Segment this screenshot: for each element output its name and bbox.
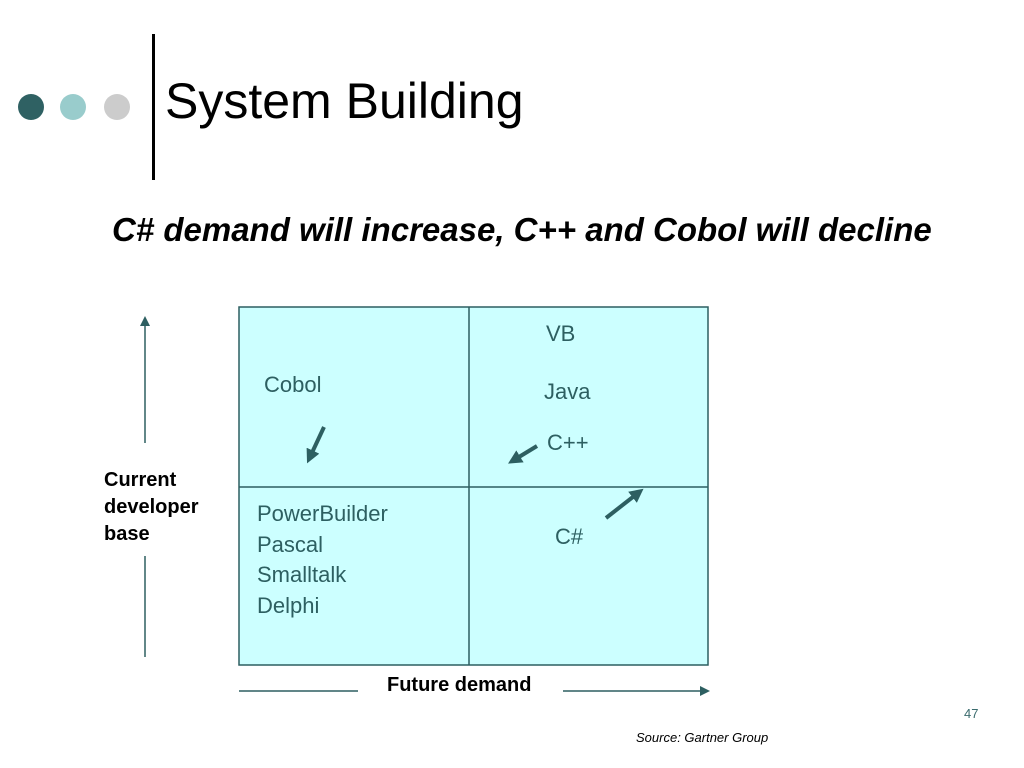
decorative-dot-light: [104, 94, 130, 120]
y-axis-label-line: base: [104, 523, 150, 545]
label-pascal: Pascal: [257, 532, 324, 557]
label-java: Java: [544, 379, 591, 404]
label-csharp: C#: [555, 524, 584, 549]
quadrant-grid: [238, 306, 709, 666]
cpp-trend-arrow: [508, 444, 539, 464]
title-divider: [152, 34, 155, 180]
slide-title: System Building: [165, 73, 524, 129]
x-axis-label: Future demand: [387, 674, 532, 696]
page-number: 47: [964, 706, 979, 721]
decorative-dot-mid: [60, 94, 86, 120]
decorative-dot-dark: [18, 94, 44, 120]
csharp-trend-arrow: [604, 488, 644, 520]
label-smalltalk: Smalltalk: [257, 562, 347, 587]
y-axis-label: Current developer base: [104, 467, 198, 548]
cobol-trend-arrow: [306, 426, 326, 464]
label-delphi: Delphi: [257, 593, 320, 618]
label-vb: VB: [546, 321, 576, 346]
label-cobol: Cobol: [264, 372, 322, 397]
slide-subtitle: C# demand will increase, C++ and Cobol w…: [112, 211, 932, 248]
source-citation: Source: Gartner Group: [636, 730, 769, 745]
y-axis-label-line: developer: [104, 496, 199, 518]
label-cpp: C++: [547, 430, 589, 455]
label-powerbuilder: PowerBuilder: [257, 501, 388, 526]
y-axis-label-line: Current: [104, 469, 177, 491]
